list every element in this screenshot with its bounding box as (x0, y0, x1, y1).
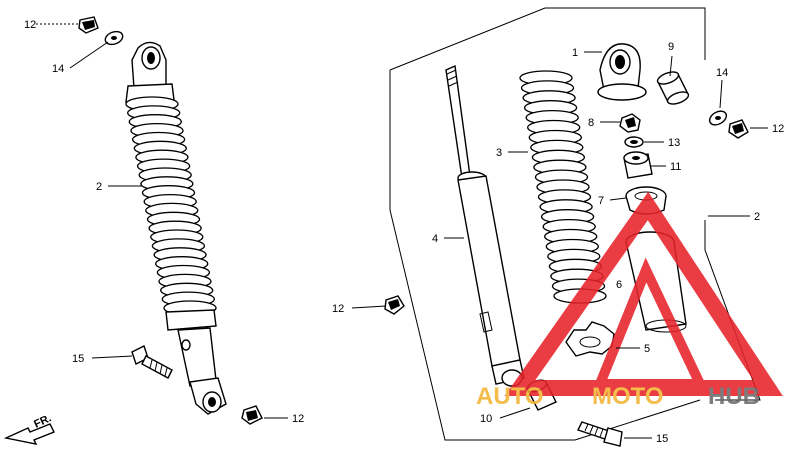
watermark-hub: HUB (708, 383, 760, 410)
assembled-shock-absorber (125, 41, 227, 415)
washer-14-right (708, 110, 728, 126)
callout-12-bottom: 12 (292, 413, 304, 425)
nut-8 (619, 113, 641, 133)
watermark-logo: AUTO MOTO HUB (476, 191, 783, 410)
nut-12-right (728, 119, 749, 139)
leader-lines (36, 23, 768, 439)
nut-12-top-left (78, 16, 99, 34)
front-direction-arrow: FR. (3, 412, 55, 445)
callout-2-left: 2 (96, 181, 102, 193)
callout-14-right: 14 (716, 67, 728, 79)
callout-12-top-left: 12 (24, 19, 36, 31)
damper-unit (445, 64, 525, 387)
nut-12-bottom-left (241, 405, 263, 425)
callout-11: 11 (670, 161, 681, 173)
bolt-15-left (131, 345, 173, 379)
watermark-auto: AUTO (476, 383, 544, 410)
watermark-moto: MOTO (592, 383, 664, 410)
washer-14-left (104, 30, 124, 46)
callout-1: 1 (572, 47, 578, 59)
callout-7: 7 (598, 195, 604, 207)
callout-3: 3 (496, 147, 502, 159)
callout-2-right: 2 (754, 211, 760, 223)
left-spring-coils (125, 96, 217, 316)
callout-12-middle: 12 (332, 303, 344, 315)
callout-15-right: 15 (656, 433, 668, 445)
callout-14-left: 14 (52, 63, 64, 75)
callout-5: 5 (644, 343, 650, 355)
callout-13: 13 (668, 137, 680, 149)
rubber-11 (623, 151, 653, 179)
bolt-15-right (577, 421, 623, 447)
spring-3-coils (519, 70, 607, 304)
callout-8: 8 (588, 117, 594, 129)
upper-eye-1 (597, 43, 647, 101)
callout-6: 6 (616, 279, 622, 291)
callout-10: 10 (480, 413, 492, 425)
adjuster-5 (565, 321, 615, 357)
washer-13 (624, 136, 644, 148)
callout-labels: 12 14 2 15 12 12 1 9 8 13 3 11 7 4 2 6 5… (24, 19, 784, 445)
callout-4: 4 (432, 233, 438, 245)
nut-12-middle (384, 295, 405, 315)
callout-12-right: 12 (772, 123, 784, 135)
bushing-9 (656, 71, 690, 105)
callout-9: 9 (668, 41, 674, 53)
callout-15-left: 15 (72, 353, 84, 365)
